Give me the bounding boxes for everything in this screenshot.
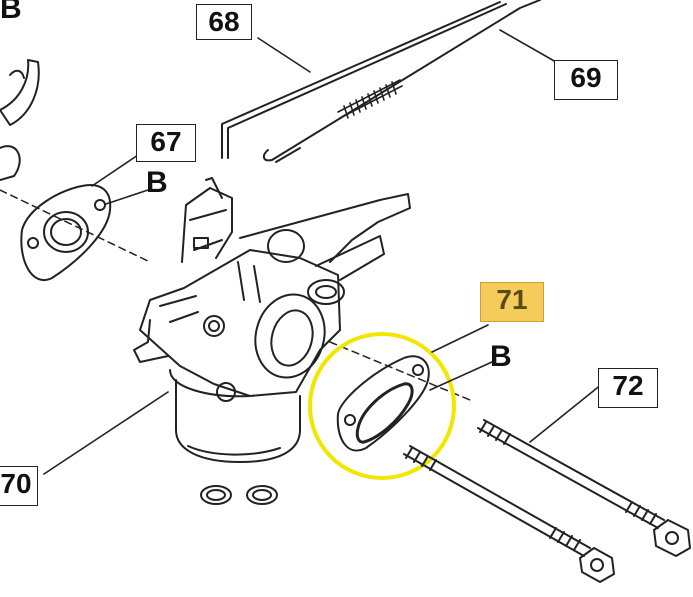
- part-68-choke-rod: [221, 1, 507, 159]
- highlight-circle: [308, 332, 456, 480]
- part-71-gasket: [336, 355, 430, 452]
- o-rings: [200, 485, 278, 505]
- throttle-spring: [337, 79, 403, 119]
- assembly-axis-line: [0, 189, 471, 401]
- part-69-throttle-rod: [262, 0, 541, 163]
- callout-67: 67: [136, 124, 196, 162]
- letter-b-gasket-67: B: [146, 166, 168, 199]
- part-70-carburetor: [133, 177, 411, 463]
- bracket-partial: [0, 59, 40, 181]
- callout-71: 71: [480, 282, 544, 322]
- letter-b-gasket-71: B: [490, 340, 512, 373]
- part-72-stud-upper: [477, 419, 691, 557]
- callout-72: 72: [598, 368, 658, 408]
- callout-69: 69: [554, 60, 618, 100]
- callout-68: 68: [196, 4, 252, 40]
- callout-70: 70: [0, 466, 38, 506]
- leader-lines: [43, 29, 603, 475]
- part-72-stud-lower: [403, 445, 615, 583]
- letter-b-top-left: B: [0, 0, 22, 25]
- part-67-gasket: [20, 184, 112, 281]
